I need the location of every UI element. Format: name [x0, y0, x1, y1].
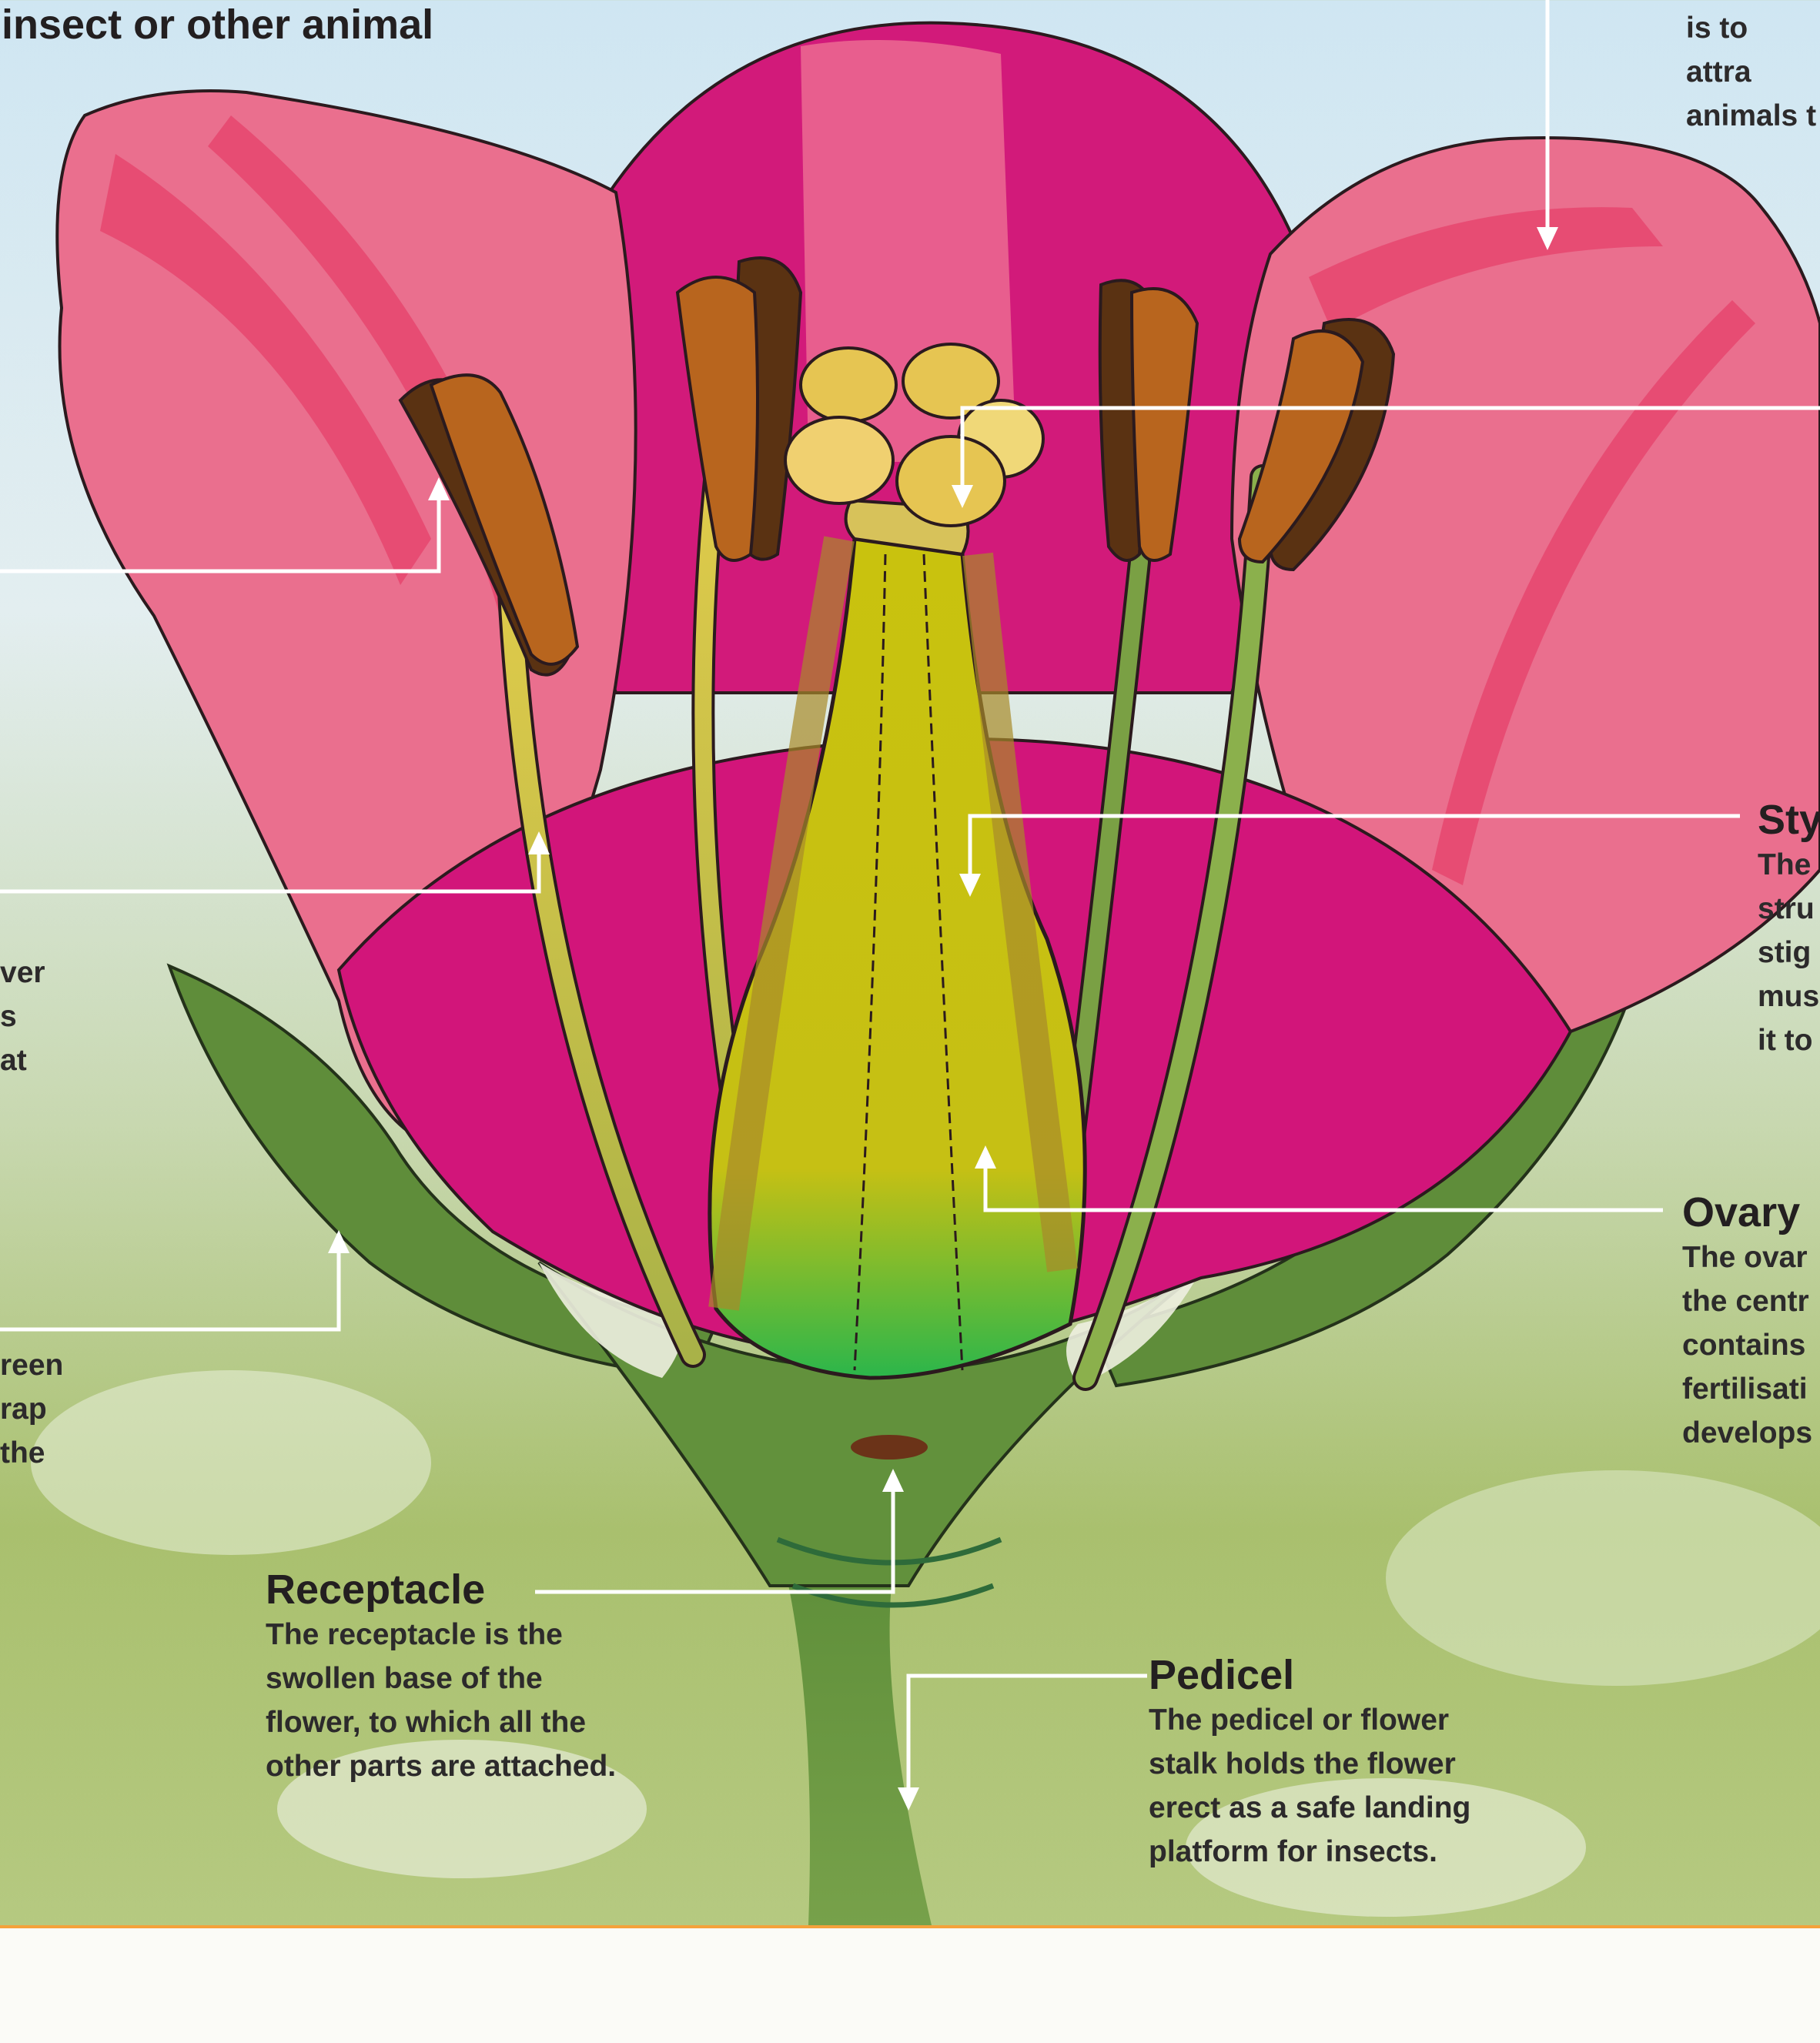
label-style: Sty The stru stig mus it to — [1758, 797, 1820, 1062]
receptacle-title: Receptacle — [266, 1567, 616, 1613]
ovary-desc: The ovar the centr contains fertilisati … — [1682, 1235, 1812, 1455]
fragment-left-low: reen rap the — [0, 1343, 63, 1475]
label-ovary: Ovary The ovar the centr contains fertil… — [1682, 1189, 1812, 1455]
receptacle-desc: The receptacle is the swollen base of th… — [266, 1613, 616, 1788]
ovary-title: Ovary — [1682, 1189, 1812, 1235]
style-desc: The stru stig mus it to — [1758, 843, 1820, 1062]
pedicel-desc: The pedicel or flower stalk holds the fl… — [1149, 1698, 1470, 1874]
pedicel-title: Pedicel — [1149, 1652, 1470, 1698]
label-receptacle: Receptacle The receptacle is the swollen… — [266, 1567, 616, 1788]
fragment-top-left: insect or other animal — [2, 2, 433, 48]
style-title: Sty — [1758, 797, 1820, 843]
label-pedicel: Pedicel The pedicel or flower stalk hold… — [1149, 1652, 1470, 1874]
footer-band — [0, 1925, 1820, 2043]
receptacle-nectary — [851, 1435, 928, 1460]
fragment-top-right: is to attra animals t — [1686, 6, 1820, 138]
fragment-left-mid: ver s at — [0, 951, 45, 1082]
